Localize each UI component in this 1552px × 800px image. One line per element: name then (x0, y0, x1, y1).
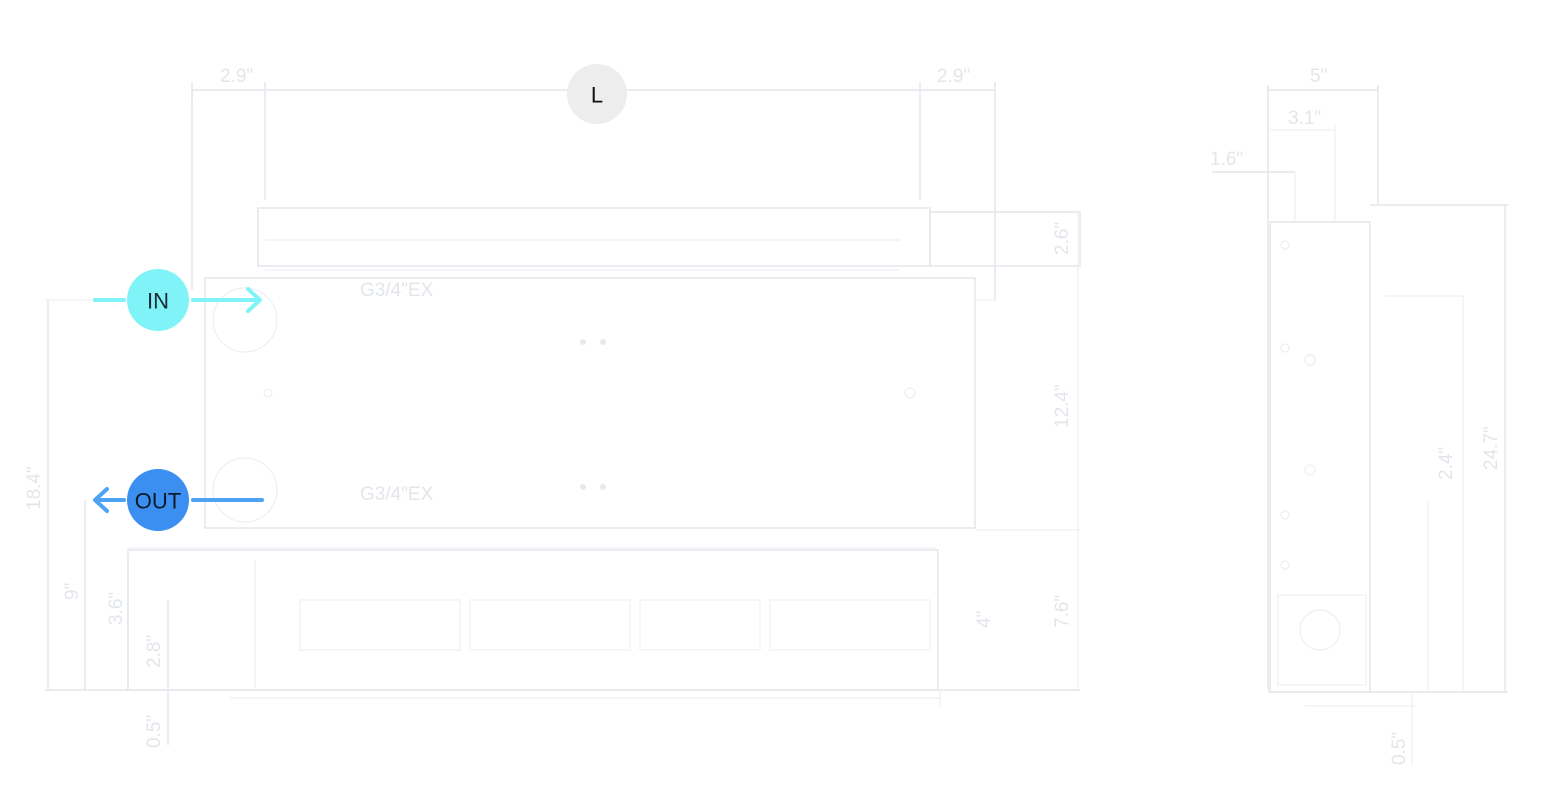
port-label-bottom: G3/4"EX (360, 484, 434, 505)
dim-side-2-4: 2.4" (1436, 447, 1457, 480)
inlet-marker-label: IN (147, 289, 169, 314)
port-label-top: G3/4"EX (360, 280, 434, 301)
dim-right-12-4: 12.4" (1052, 384, 1073, 428)
dim-side-small: 1.6" (1210, 149, 1243, 170)
dim-left-9: 9" (62, 583, 83, 600)
front-view-outline (45, 82, 1081, 745)
dim-top-left: 2.9" (220, 66, 253, 87)
inlet-marker[interactable]: IN (93, 269, 262, 331)
arrow-left-icon (93, 487, 109, 513)
dim-bottom-0-5: 0.5" (144, 715, 165, 748)
dim-right-2-6: 2.6" (1052, 222, 1073, 255)
dim-side-inner: 3.1" (1288, 108, 1321, 129)
dim-top-right: 2.9" (937, 66, 970, 87)
length-marker[interactable]: L (567, 64, 627, 124)
dim-left-3-6: 3.6" (106, 592, 127, 625)
dim-left-18-4: 18.4" (24, 466, 45, 510)
outlet-marker[interactable]: OUT (93, 469, 264, 531)
dim-side-width: 5" (1310, 66, 1327, 87)
outlet-marker-label: OUT (135, 489, 181, 514)
arrow-right-icon (246, 287, 262, 313)
dim-right-7-6: 7.6" (1052, 595, 1073, 628)
dim-side-24-7: 24.7" (1481, 426, 1502, 470)
side-view-outline (1212, 85, 1508, 765)
length-marker-label: L (591, 83, 603, 108)
dim-mid-4: 4" (974, 611, 995, 628)
dim-side-bottom-0-5: 0.5" (1389, 732, 1410, 765)
dim-left-2-8: 2.8" (144, 635, 165, 668)
